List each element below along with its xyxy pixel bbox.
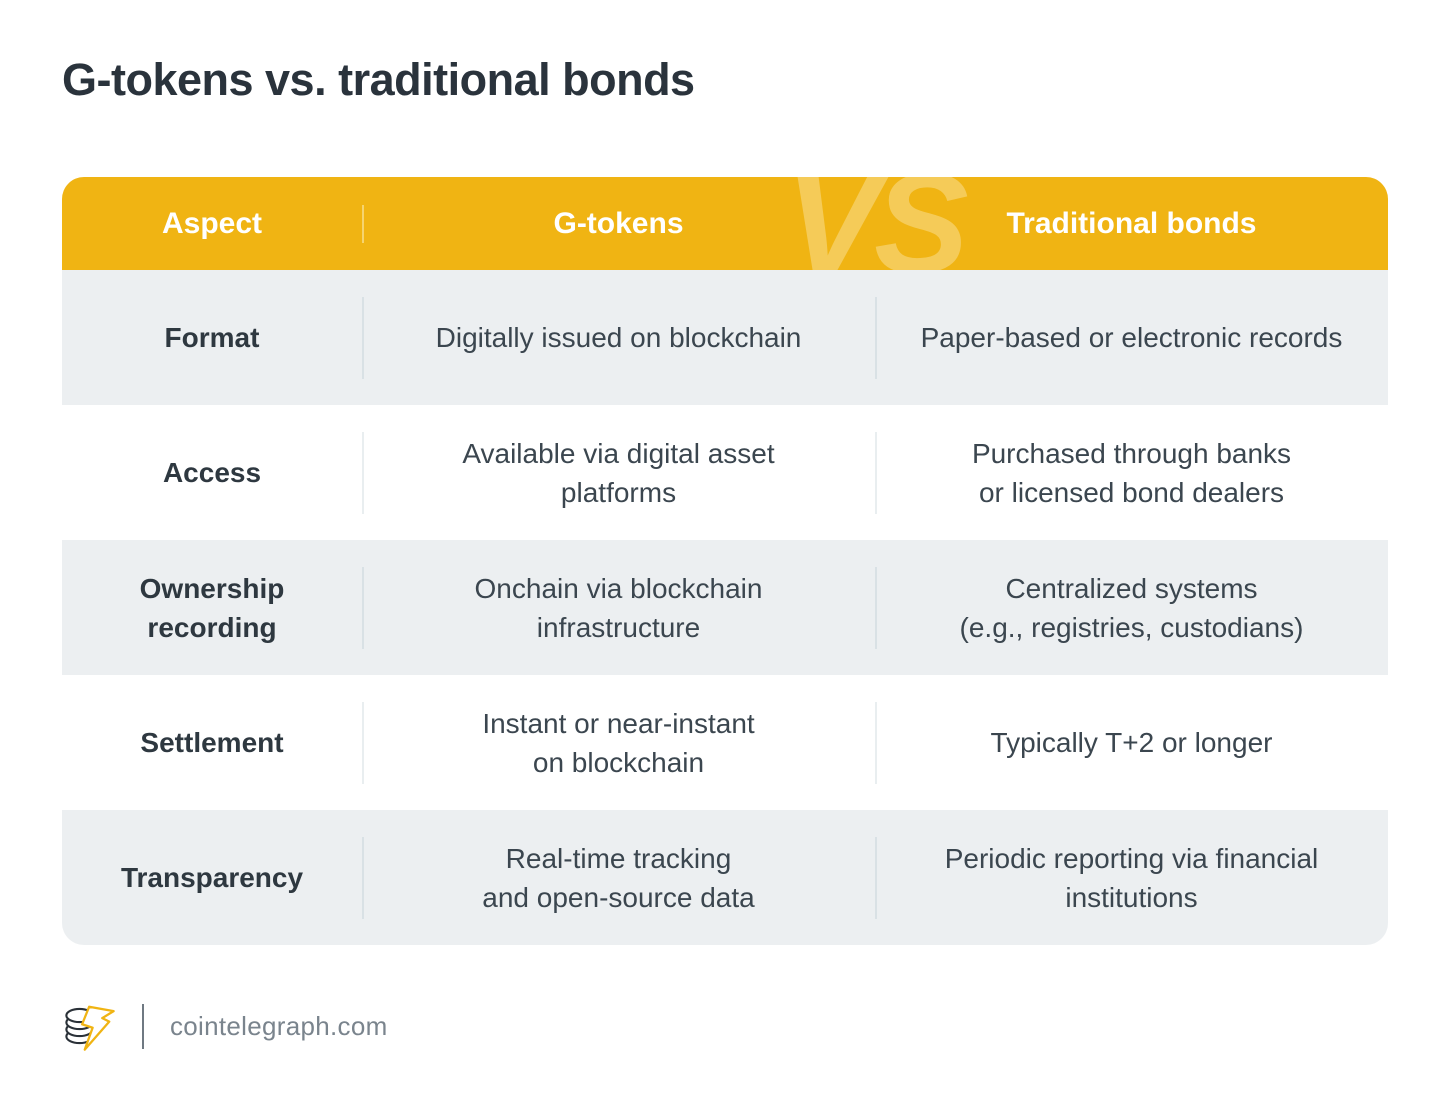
header-cell-g-tokens: G-tokens (553, 206, 684, 240)
g-tokens-cell: Onchain via blockchain infrastructure (474, 572, 763, 643)
footer-divider (142, 1003, 144, 1049)
g-tokens-cell: Available via digital asset platforms (462, 437, 775, 508)
table-row-transparency: Transparency Real-time tracking and open… (62, 810, 1388, 945)
table-row-access: Access Available via digital asset platf… (62, 405, 1388, 540)
column-divider (362, 566, 364, 649)
g-tokens-cell: Instant or near-instant on blockchain (482, 707, 755, 778)
table-header-row: Aspect G-tokens Traditional bonds VS (62, 177, 1388, 270)
traditional-bonds-cell: Paper-based or electronic records (920, 322, 1343, 353)
table-row-settlement: Settlement Instant or near-instant on bl… (62, 675, 1388, 810)
traditional-bonds-cell: Periodic reporting via financial institu… (944, 842, 1319, 913)
footer: cointelegraph.com (62, 997, 388, 1055)
aspect-cell: Settlement (140, 727, 284, 758)
column-divider (875, 431, 877, 514)
table-row-format: Format Digitally issued on blockchain Pa… (62, 270, 1388, 405)
header-cell-traditional-bonds: Traditional bonds (1006, 206, 1257, 240)
page-title: G-tokens vs. traditional bonds (62, 54, 695, 105)
aspect-cell: Ownership recording (139, 572, 285, 643)
table-row-ownership-recording: Ownership recording Onchain via blockcha… (62, 540, 1388, 675)
footer-site-text: cointelegraph.com (170, 1010, 388, 1041)
column-divider (362, 701, 364, 784)
aspect-cell: Access (162, 457, 262, 488)
traditional-bonds-cell: Purchased through banks or licensed bond… (971, 437, 1292, 508)
column-divider (875, 836, 877, 919)
cointelegraph-logo-icon (65, 1005, 115, 1051)
g-tokens-cell: Real-time tracking and open-source data (482, 842, 755, 913)
column-divider (362, 431, 364, 514)
comparison-table: Aspect G-tokens Traditional bonds VS For… (62, 177, 1388, 945)
traditional-bonds-cell: Typically T+2 or longer (990, 727, 1273, 758)
traditional-bonds-cell: Centralized systems (e.g., registries, c… (959, 572, 1304, 643)
header-column-divider (362, 204, 364, 243)
aspect-cell: Transparency (120, 862, 304, 893)
column-divider (362, 296, 364, 379)
column-divider (362, 836, 364, 919)
column-divider (875, 296, 877, 379)
column-divider (875, 566, 877, 649)
header-cell-aspect: Aspect (161, 206, 263, 240)
column-divider (875, 701, 877, 784)
aspect-cell: Format (164, 322, 260, 353)
g-tokens-cell: Digitally issued on blockchain (435, 322, 802, 353)
